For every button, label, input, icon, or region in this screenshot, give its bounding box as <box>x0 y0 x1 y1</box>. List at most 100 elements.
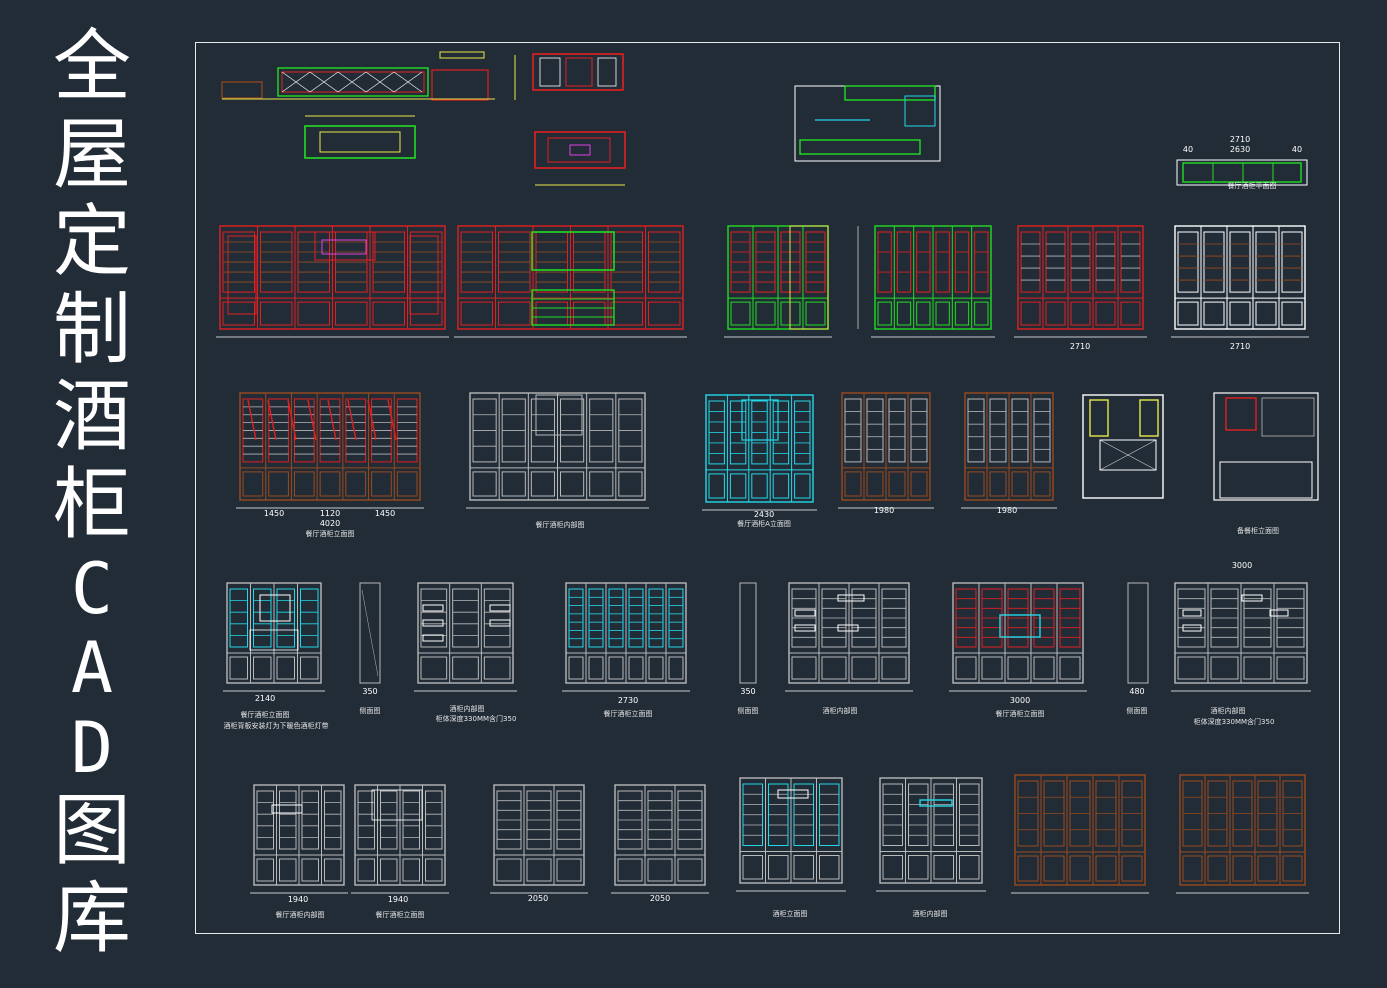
title-char: 酒 <box>52 372 131 463</box>
cad-line <box>565 57 593 87</box>
cad-line <box>877 231 892 293</box>
cad-line <box>881 656 907 680</box>
cad-line <box>799 139 921 155</box>
cad-line <box>1095 231 1116 293</box>
drawing-caption: 餐厅酒柜立面图 <box>376 910 425 919</box>
dim-label: 1980 <box>997 506 1017 515</box>
cad-line <box>999 614 1041 638</box>
dim-label: 3000 <box>1010 696 1030 705</box>
cad-line <box>668 588 684 648</box>
cad-line <box>337 71 367 93</box>
cad-line <box>431 69 489 101</box>
cad-line <box>276 588 295 648</box>
cad-line <box>422 619 444 627</box>
cad-line <box>324 858 342 882</box>
cad-line <box>618 471 643 497</box>
cad-line <box>877 301 892 326</box>
dim-label: 350 <box>740 687 755 696</box>
drawing-caption: 餐厅酒柜立面图 <box>604 709 653 718</box>
cad-line <box>1011 471 1029 497</box>
dim-label: 2050 <box>528 894 548 903</box>
cad-line <box>242 471 264 497</box>
cad-line <box>1099 439 1157 471</box>
cad-line <box>249 629 299 651</box>
cad-line <box>300 656 319 680</box>
dim-label: 2430 <box>754 510 774 519</box>
cad-line <box>239 392 421 501</box>
title-char: 屋 <box>52 109 131 200</box>
cad-line <box>648 588 664 648</box>
cad-line <box>866 471 884 497</box>
title-char: D <box>70 706 114 789</box>
cad-line <box>793 855 814 880</box>
cad-line <box>648 656 664 680</box>
cad-line <box>935 231 950 293</box>
cad-line <box>772 473 790 499</box>
cad-line <box>357 858 375 882</box>
cad-line <box>221 81 263 99</box>
cad-line <box>347 399 357 441</box>
cad-line <box>1276 656 1305 680</box>
cad-line <box>535 394 583 436</box>
cad-line <box>794 609 816 617</box>
dim-label: 350 <box>362 687 377 696</box>
cad-line <box>1241 594 1263 602</box>
cad-line <box>301 858 319 882</box>
cad-line <box>483 656 511 680</box>
dim-label: 1940 <box>288 895 308 904</box>
drawing-caption: 侧面图 <box>1127 706 1148 715</box>
cad-line <box>568 656 584 680</box>
cad-line <box>279 858 297 882</box>
cad-line <box>844 85 936 101</box>
drawing-sheet-frame <box>195 42 1340 934</box>
cad-line <box>614 784 706 886</box>
cad-line <box>959 855 980 880</box>
drawing-caption: 柜体深度330MM含门350 <box>1194 717 1275 726</box>
cad-line <box>1210 656 1239 680</box>
cad-line <box>420 656 448 680</box>
cad-line <box>420 588 448 648</box>
cad-line <box>460 301 493 326</box>
cad-line <box>367 399 377 441</box>
cad-line <box>967 398 985 463</box>
cad-line <box>531 231 615 271</box>
cad-line <box>1120 231 1141 293</box>
cad-line <box>1269 609 1289 617</box>
dim-label: 2140 <box>255 694 275 703</box>
cad-line <box>253 588 272 648</box>
cad-line <box>916 231 931 293</box>
cad-line <box>498 301 531 326</box>
cad-line <box>472 471 497 497</box>
cad-line <box>952 582 1084 684</box>
cad-line <box>1229 301 1251 326</box>
title-char: A <box>70 627 114 710</box>
cad-line <box>321 239 367 255</box>
cad-line <box>324 790 342 850</box>
cad-line <box>677 858 703 882</box>
cad-line <box>597 57 617 87</box>
cad-line <box>560 471 585 497</box>
cad-line <box>1082 394 1164 499</box>
cad-line <box>608 588 624 648</box>
cad-line <box>1257 855 1278 882</box>
drawing-caption: 酒柜背板安装灯为下暖色酒柜灯带 <box>224 721 329 730</box>
cad-line <box>935 301 950 326</box>
cad-line <box>1225 397 1257 431</box>
cad-line <box>882 855 903 880</box>
title-char: 制 <box>52 284 131 375</box>
title-char: 定 <box>52 197 131 288</box>
cad-line <box>371 471 392 497</box>
title-char: 库 <box>52 873 131 964</box>
drawing-caption: 酒柜内部图 <box>1211 706 1246 715</box>
cad-line <box>730 301 751 326</box>
drawing-caption: 酒柜内部图 <box>450 704 485 713</box>
cad-line <box>1120 301 1141 326</box>
cad-line <box>954 301 970 326</box>
cad-line <box>268 471 289 497</box>
dim-label: 1980 <box>874 506 894 515</box>
title-char: C <box>70 547 114 630</box>
cad-line <box>1095 855 1117 882</box>
cad-line <box>888 398 906 463</box>
cad-line <box>805 301 826 326</box>
